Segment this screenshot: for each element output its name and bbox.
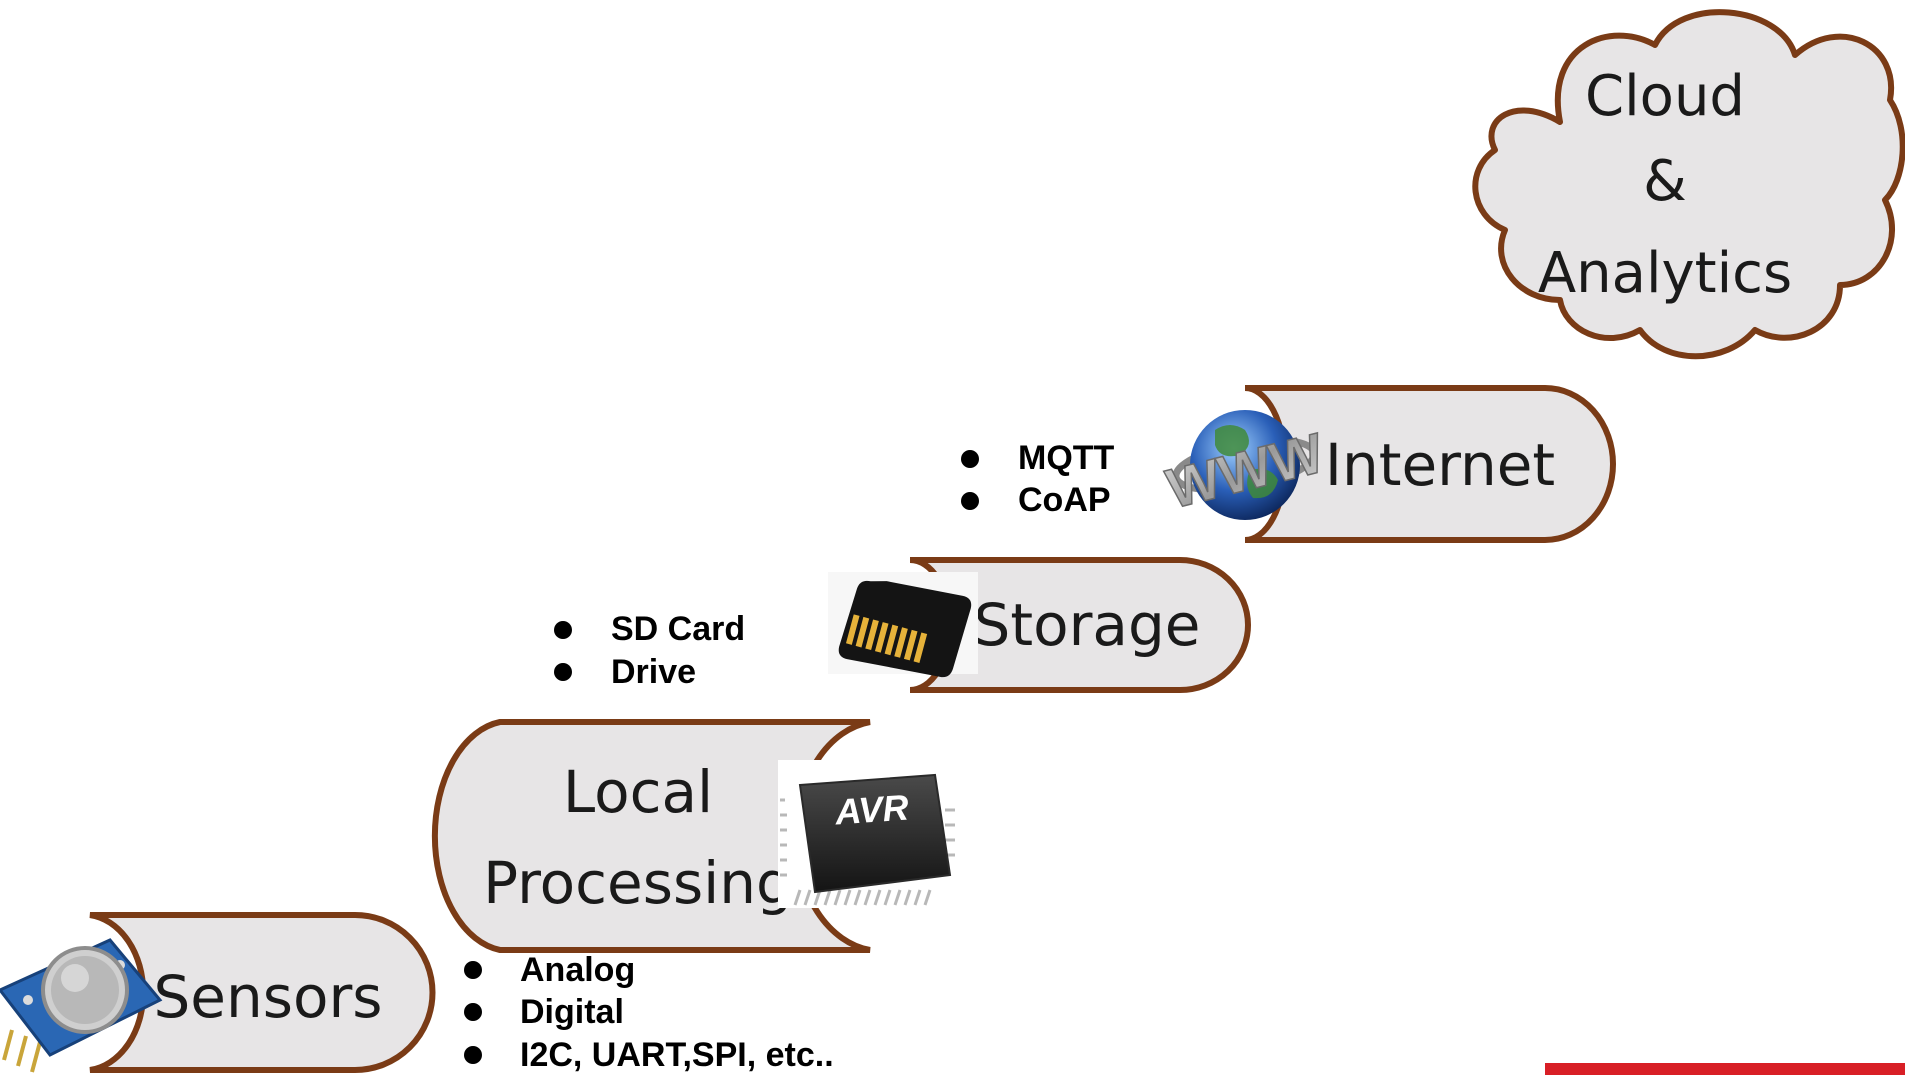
list-item-text: I2C, UART,SPI, etc..: [520, 1036, 834, 1074]
sd-card-icon: [828, 572, 978, 678]
storage-media-list: SD Card Drive: [554, 610, 745, 691]
list-item-text: Analog: [520, 951, 635, 989]
processing-stage: Local Processing: [431, 719, 871, 953]
list-item-text: Drive: [611, 653, 696, 691]
cloud-label-line2: &: [1643, 149, 1687, 214]
interfaces-list: Analog Digital I2C, UART,SPI, etc..: [464, 951, 834, 1074]
bullet-dot: [554, 663, 572, 681]
protocols-list: MQTT CoAP: [961, 439, 1115, 519]
sensors-label: Sensors: [153, 963, 382, 1031]
sensors-stage: Sensors: [89, 912, 436, 1073]
list-item: SD Card: [554, 610, 745, 648]
internet-label: Internet: [1325, 431, 1555, 499]
gas-sensor-module-icon: [0, 938, 163, 1073]
chip-label: AVR: [833, 786, 910, 832]
cloud-label-line3: Analytics: [1538, 241, 1792, 306]
list-item-text: SD Card: [611, 610, 745, 648]
storage-label: Storage: [974, 591, 1201, 659]
cloud-label-line1: Cloud: [1585, 64, 1745, 129]
list-item-text: Digital: [520, 993, 624, 1031]
bullet-dot: [961, 492, 979, 510]
brand-logo-fragment: [1545, 1063, 1905, 1075]
cloud-shape: [1472, 9, 1905, 360]
bullet-dot: [464, 1046, 482, 1064]
list-item: Drive: [554, 653, 696, 691]
list-item: CoAP: [961, 481, 1111, 519]
list-item: Analog: [464, 951, 635, 989]
processing-label-line2: Processing: [483, 849, 793, 917]
bullet-dot: [961, 450, 979, 468]
list-item: Digital: [464, 993, 624, 1031]
list-item: MQTT: [961, 439, 1115, 477]
avr-chip-icon: AVR: [778, 760, 956, 908]
bullet-dot: [464, 1003, 482, 1021]
bullet-dot: [554, 621, 572, 639]
list-item-text: CoAP: [1018, 481, 1111, 519]
list-item: I2C, UART,SPI, etc..: [464, 1036, 834, 1074]
list-item-text: MQTT: [1018, 439, 1115, 477]
processing-label-line1: Local: [563, 758, 713, 826]
bullet-dot: [464, 961, 482, 979]
